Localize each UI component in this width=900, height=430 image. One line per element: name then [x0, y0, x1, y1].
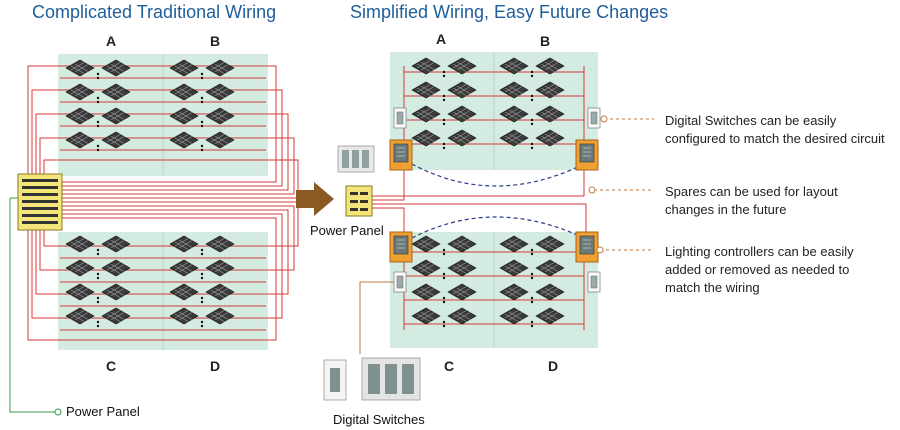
left-diagram — [9, 54, 299, 416]
left-power-panel-leader — [9, 198, 56, 413]
left-power-panel-label: Power Panel — [66, 404, 140, 419]
lighting-controller-icon — [389, 231, 413, 263]
left-title: Complicated Traditional Wiring — [32, 2, 277, 22]
zone-label-d-left: D — [210, 358, 221, 374]
zone-label-b-left: B — [210, 33, 221, 49]
zone-label-c-right: C — [444, 358, 455, 374]
zone-label-b-right: B — [540, 33, 551, 49]
left-power-panel — [17, 173, 63, 231]
digital-switch-icon — [587, 271, 601, 293]
digital-switch-icon — [587, 107, 601, 129]
callout-spares: Spares can be used for layout changes in… — [665, 184, 838, 217]
digital-switch-icon — [393, 271, 407, 293]
zone-label-c-left: C — [106, 358, 117, 374]
right-diagram — [323, 52, 601, 401]
callout-digital-switches: Digital Switches can be easily configure… — [665, 113, 885, 146]
lighting-controller-icon — [575, 231, 599, 263]
lighting-controller-icon — [575, 139, 599, 171]
center-power-panel-label: Power Panel — [310, 223, 384, 238]
right-title: Simplified Wiring, Easy Future Changes — [350, 2, 669, 22]
transition-arrow — [296, 182, 334, 216]
spare-wire-lower — [411, 216, 585, 239]
callout-lighting-controllers: Lighting controllers can be easily added… — [665, 244, 854, 295]
zone-label-a-right: A — [436, 31, 447, 47]
lighting-controller-icon — [389, 139, 413, 171]
zone-label-a-left: A — [106, 33, 117, 49]
zone-label-d-right: D — [548, 358, 559, 374]
center-power-panel — [337, 145, 375, 217]
digital-switch-icon — [393, 107, 407, 129]
digital-switches-label: Digital Switches — [333, 412, 425, 427]
spare-wire-upper — [411, 163, 585, 187]
digital-switches-photo — [323, 357, 421, 401]
